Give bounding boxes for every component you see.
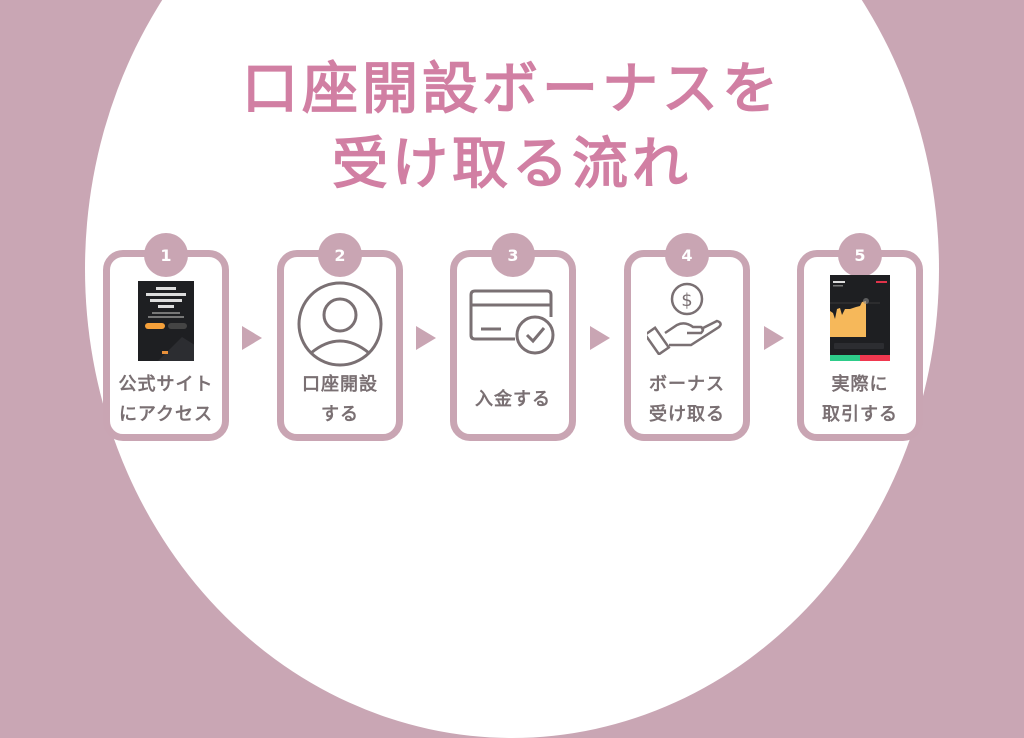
- page-title-line-1: 口座開設ボーナスを: [242, 57, 782, 122]
- svg-text:$: $: [681, 290, 692, 311]
- step-number-badge: 3: [491, 233, 535, 277]
- step-label: 公式サイト にアクセス: [118, 374, 214, 425]
- website-screenshot: [138, 281, 194, 361]
- step-card-4: 4 $ ボーナス 受け取る: [624, 233, 750, 441]
- step-label: 口座開設 する: [302, 374, 378, 425]
- step-number-badge: 4: [665, 233, 709, 277]
- step-label: ボーナス 受け取る: [649, 374, 725, 425]
- arrow-right-icon: [764, 326, 784, 350]
- step-label: 入金する: [475, 389, 551, 410]
- step-label: 実際に 取引する: [822, 374, 898, 425]
- step-card-2: 2 口座開設 する: [277, 233, 403, 441]
- user-account-icon: [284, 279, 396, 369]
- step-card-3: 3 入金する: [450, 233, 576, 441]
- step-number-badge: 5: [838, 233, 882, 277]
- arrow-right-icon: [242, 326, 262, 350]
- step-card-5: 5 実際に 取引する: [797, 233, 923, 441]
- hand-dollar-coin-icon: $: [631, 281, 743, 355]
- trading-app-screenshot: [830, 275, 890, 361]
- page-title-line-2: 受け取る流れ: [332, 132, 692, 197]
- credit-card-check-icon: [457, 287, 569, 357]
- step-number-badge: 2: [318, 233, 362, 277]
- arrow-right-icon: [416, 326, 436, 350]
- arrow-right-icon: [590, 326, 610, 350]
- step-number-badge: 1: [144, 233, 188, 277]
- step-card-1: 1 公式サイト にアクセス: [103, 233, 229, 441]
